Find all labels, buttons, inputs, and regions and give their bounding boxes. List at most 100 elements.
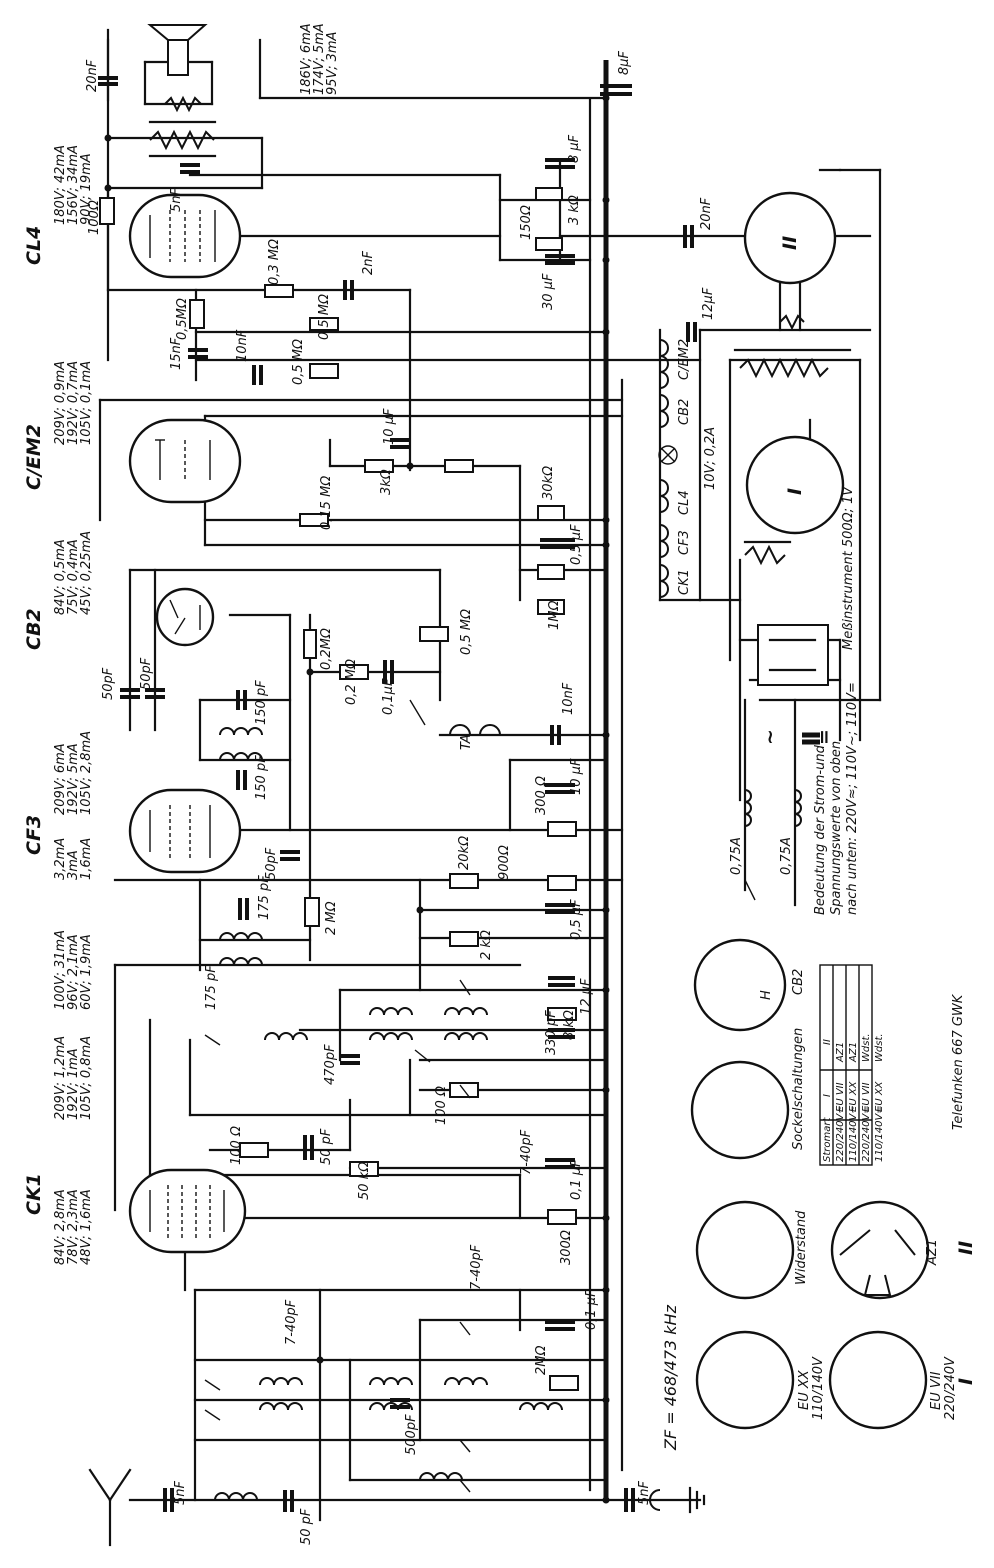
pilot-lamp: 10V; 0,2A xyxy=(703,427,718,490)
r-1m: 1MΩ xyxy=(547,601,562,630)
volt-cb2-3: 45V; 0,25mA xyxy=(79,531,94,615)
tube-cl4 xyxy=(128,193,242,279)
wiring xyxy=(98,28,882,1522)
c-5nf-ant: 5nF xyxy=(173,1480,188,1505)
c-10nf-b: 10nF xyxy=(561,682,576,715)
socket-cem2 xyxy=(690,1060,790,1160)
r-3k: 3 kΩ xyxy=(567,195,582,225)
volt-ck1b-2: 78V; 2,3mA xyxy=(66,1189,81,1265)
table-r0c2: AZ1 xyxy=(835,1042,846,1063)
volt-ck1b-3: 48V; 1,6mA xyxy=(79,1189,94,1265)
junction-dots xyxy=(104,94,610,1504)
r-900: 900Ω xyxy=(497,845,512,880)
volt-top-2: 174V; 5mA xyxy=(312,23,327,95)
r-50k: 50 kΩ xyxy=(357,1162,372,1200)
volt-cem2-2: 192V; 0,7mA xyxy=(66,361,81,445)
volt-cem2-1: 209V; 0,9mA xyxy=(53,361,68,445)
c-01uf-c: 0,1 µF xyxy=(584,1289,599,1330)
volt-cl4-3: 90V; 19mA xyxy=(79,153,94,225)
c-7-40pf-b: 7-40pF xyxy=(284,1299,299,1345)
note-dc: = xyxy=(813,729,835,745)
socket-az1 xyxy=(830,1200,930,1300)
socket-eu20 xyxy=(695,1330,795,1430)
r-03m: 0,3 MΩ xyxy=(267,239,282,285)
volt-ck1a-3: 105V; 0,8mA xyxy=(79,1036,94,1120)
r-2m-b: 2MΩ xyxy=(534,1346,549,1375)
volt-osc-3: 60V; 1,9mA xyxy=(79,934,94,1010)
c-12uf: 12µF xyxy=(701,287,716,320)
volt-cl4-1: 180V; 42mA xyxy=(53,145,68,225)
c-7-40pf-c: 7-40pF xyxy=(469,1244,484,1290)
note-expl-3: nach unten: 220V≈; 110V~; 110V= xyxy=(845,682,860,915)
r-2k: 2 kΩ xyxy=(479,930,494,960)
socket-diagrams xyxy=(690,938,930,1430)
tube-symbols xyxy=(128,191,845,1254)
tube-table-grid xyxy=(819,964,873,1166)
socket-title: Sockelschaltungen xyxy=(791,1028,806,1150)
table-r1c2: AZ1 xyxy=(848,1042,859,1063)
table-r2c1: EU VII xyxy=(861,1082,872,1112)
c-8uf-b: 8 µF xyxy=(567,134,582,163)
labels: CL4 C/EM2 CB2 CF3 CK1 180V; 42mA 156V; 3… xyxy=(23,23,977,1545)
pilot-cem2: C/EM2 xyxy=(677,339,692,380)
note-expl-2: Spannungswerte von oben xyxy=(829,741,844,915)
resistors xyxy=(99,187,891,1391)
pilot-cf3: CF3 xyxy=(677,530,692,555)
label-ta: TA xyxy=(459,734,474,750)
r-015m: 0,15 MΩ xyxy=(319,476,334,530)
volt-cf3s-3: 1,6mA xyxy=(79,838,94,880)
table-r3c1: EU XX xyxy=(874,1080,885,1112)
tube-rectifier-i xyxy=(745,435,845,535)
label-ck1: CK1 xyxy=(23,1173,45,1215)
c-8uf-top: 8µF xyxy=(617,50,632,75)
c-10nf: 10nF xyxy=(235,329,250,362)
table-r2c2: Wdst. xyxy=(861,1033,872,1062)
volt-top-3: 95V; 3mA xyxy=(325,32,340,95)
c-150pf-a: 150 pF xyxy=(254,680,269,725)
c-20nf-top: 20nF xyxy=(85,59,100,92)
table-r3c2: Wdst. xyxy=(874,1033,885,1062)
socket-az1-label: AZ1 xyxy=(925,1239,940,1266)
c-500pf: 500pF xyxy=(404,1414,419,1455)
switches xyxy=(88,24,829,1547)
r-100: 100Ω xyxy=(87,200,102,235)
c-10uf-a: 10 µF xyxy=(382,408,397,445)
c-15nf: 15nF xyxy=(169,337,184,370)
volt-cem2-3: 105V; 0,1mA xyxy=(79,361,94,445)
c-05uf-b: 0,5 µF xyxy=(569,899,584,940)
c-5nf-gnd: 5nF xyxy=(637,1480,652,1505)
c-470pf: 470pF xyxy=(323,1044,338,1085)
c-50pf-c: 50pF xyxy=(264,847,279,880)
tube-cf3 xyxy=(128,788,242,874)
c-330pf: 330 pF xyxy=(544,1010,559,1055)
c-5nf-cl4: 5nF xyxy=(169,187,184,212)
label-cl4: CL4 xyxy=(23,226,45,265)
socket-cb2 xyxy=(693,938,787,1032)
c-175pf-a: 175 pF xyxy=(257,875,272,920)
r-05m-a: 0,5MΩ xyxy=(175,298,190,340)
socket-pin-h: H xyxy=(759,990,774,1000)
table-h2: II xyxy=(822,1039,833,1045)
volt-osc-2: 96V; 2,1mA xyxy=(66,934,81,1010)
note-ac: ~ xyxy=(759,729,781,745)
c-05uf-a: 0,5 µF xyxy=(569,524,584,565)
socket-eu7-num: I xyxy=(955,1378,977,1385)
c-50pf-b: 50pF xyxy=(139,657,154,690)
c-01uf-b: 0,1 µF xyxy=(569,1159,584,1200)
volt-ck1a-1: 209V; 1,2mA xyxy=(53,1036,68,1120)
capacitors xyxy=(98,76,697,1512)
volt-cf3-2: 192V; 5mA xyxy=(66,743,81,815)
volt-cb2-1: 84V; 0,5mA xyxy=(53,539,68,615)
table-r0c0: 220/240V~ xyxy=(835,1105,846,1162)
coils xyxy=(148,95,852,1501)
volt-top-1: 186V; 6mA xyxy=(299,23,314,95)
volt-cf3s-2: 3mA xyxy=(66,850,81,880)
volt-cf3-3: 105V; 2,8mA xyxy=(79,731,94,815)
note-expl-1: Bedeutung der Strom-und xyxy=(813,744,828,915)
r-100b: 100 Ω xyxy=(434,1086,449,1125)
c-50pf-d: 50 pF xyxy=(319,1128,334,1165)
tube-cb2 xyxy=(155,587,215,647)
socket-widerstand xyxy=(695,1200,795,1300)
pilot-cb2: CB2 xyxy=(677,399,692,425)
